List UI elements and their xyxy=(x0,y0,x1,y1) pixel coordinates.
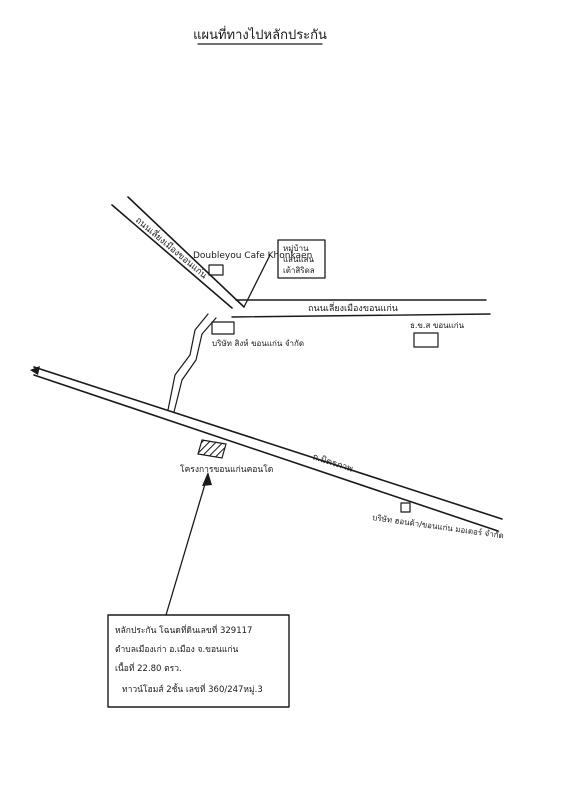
shop-north-label: บริษัท สิงห์ ขอนแก่น จำกัด xyxy=(212,338,304,348)
village-line-3: เต้าสิริดล xyxy=(283,266,315,275)
map-title: แผนที่ทางไปหลักประกัน xyxy=(193,26,327,43)
east-road-label: ถนนเลี่ยงเมืองขอนแก่น xyxy=(308,301,398,314)
shop-north-building xyxy=(211,321,235,335)
project-label: โครงการขอนแก่นคอนโด xyxy=(180,464,273,475)
pointer-line xyxy=(165,473,209,616)
info-box xyxy=(107,614,290,708)
info-line-3: เนื้อที่ 22.80 ตรว. xyxy=(115,662,182,674)
cafe-label: Doubleyou Cafe Khonkaen xyxy=(193,251,312,261)
cafe-building xyxy=(208,264,224,276)
company-south-building xyxy=(400,502,411,513)
diagonal-road-north xyxy=(111,196,271,309)
info-line-2: ตำบลเมืองเก่า อ.เมือง จ.ขอนแก่น xyxy=(115,644,238,655)
bank-building xyxy=(413,332,439,348)
connector-lane xyxy=(167,313,217,413)
village-line-1: หมู่บ้าน xyxy=(283,244,309,254)
main-road-label: ถ.มิตรภาพ xyxy=(311,451,354,474)
pointer-arrow-icon xyxy=(202,472,212,486)
village-line-2: แสนแสน xyxy=(283,255,315,264)
east-road xyxy=(231,299,491,318)
bank-label: ธ.ข.ส ขอนแก่น xyxy=(410,321,465,330)
project-site xyxy=(197,439,227,459)
diagonal-road-label: ถนนเลี่ยงเมืองขอนแก่น xyxy=(133,213,210,281)
info-line-1: หลักประกัน โฉนดที่ดินเลขที่ 329117 xyxy=(115,624,252,636)
village-box xyxy=(277,239,326,279)
main-road-arrow-icon xyxy=(30,366,40,375)
info-line-4: ทาวน์โฮมส์ 2ชั้น เลขที่ 360/247หมู่.3 xyxy=(122,683,263,695)
main-road xyxy=(30,366,503,532)
